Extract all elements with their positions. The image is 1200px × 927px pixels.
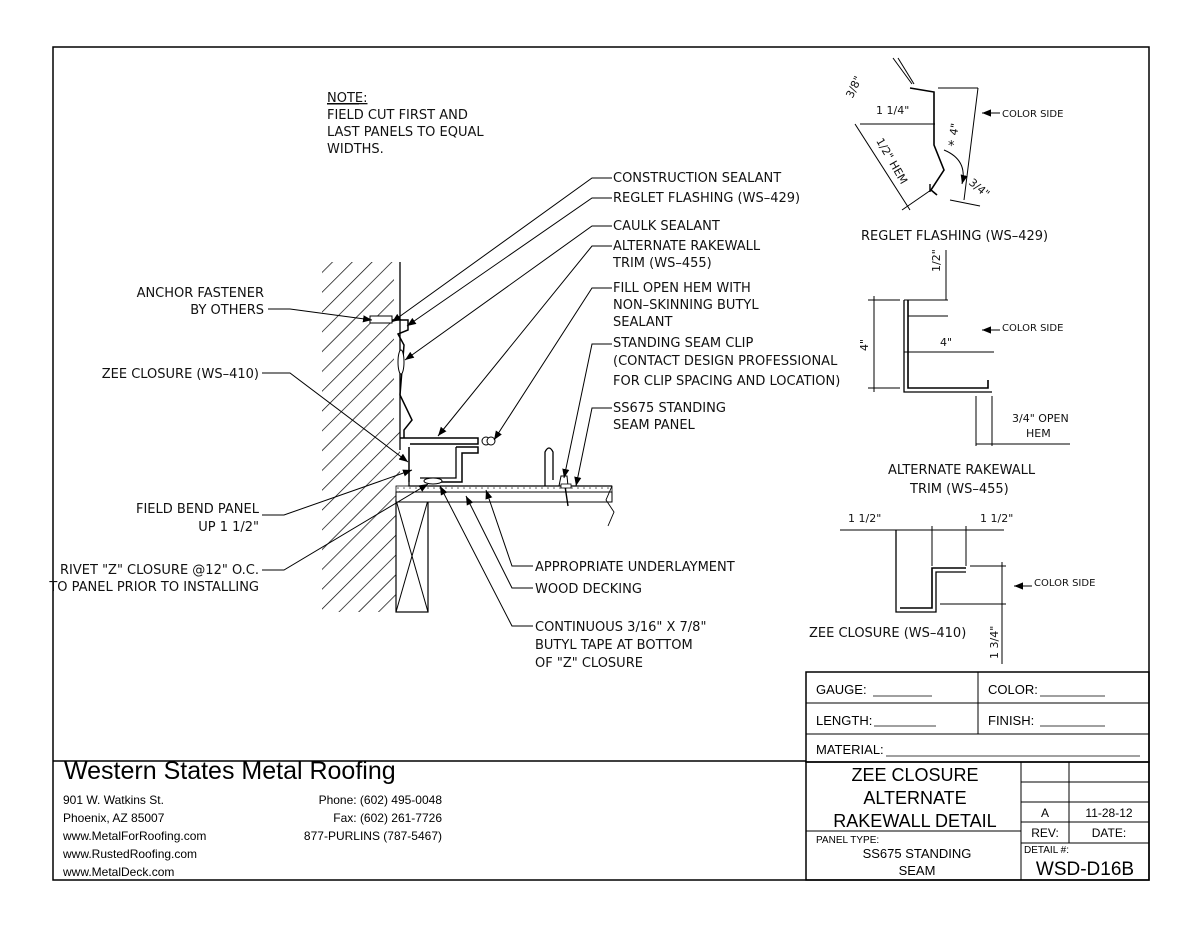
gauge-label: GAUGE: bbox=[816, 682, 867, 697]
reglet-profile: 3/8" 1 1/4" 1/2" HEM 4" 3/4" * COLOR SID… bbox=[843, 57, 1063, 244]
callout-butyl: BUTYL TAPE AT BOTTOM bbox=[535, 638, 693, 653]
panel-type-value: SS675 STANDING bbox=[863, 846, 972, 861]
material-label: MATERIAL: bbox=[816, 742, 884, 757]
callouts: CONSTRUCTION SEALANT REGLET FLASHING (WS… bbox=[48, 171, 840, 671]
callout-decking: WOOD DECKING bbox=[535, 582, 642, 597]
callout-rivet: TO PANEL PRIOR TO INSTALLING bbox=[48, 580, 259, 595]
callout-clip: STANDING SEAM CLIP bbox=[613, 336, 753, 351]
title-line: RAKEWALL DETAIL bbox=[833, 811, 996, 831]
panel-type-label: PANEL TYPE: bbox=[816, 835, 879, 846]
tollfree-number: 877-PURLINS (787-5467) bbox=[303, 829, 442, 843]
reglet-title: REGLET FLASHING (WS–429) bbox=[861, 229, 1048, 244]
fax-number: Fax: (602) 261-7726 bbox=[333, 811, 442, 825]
dim-1-1-4: 1 1/4" bbox=[876, 104, 909, 117]
dim-3-4: 3/4" bbox=[966, 176, 992, 201]
rakewall-profile: 1/2" 4" 4" 3/4" OPEN HEM COLOR SIDE ALTE… bbox=[858, 249, 1070, 497]
company-name: Western States Metal Roofing bbox=[64, 757, 396, 785]
rakewall-title: TRIM (WS–455) bbox=[909, 482, 1009, 497]
callout-rivet: RIVET "Z" CLOSURE @12" O.C. bbox=[60, 563, 259, 578]
date-label: DATE: bbox=[1092, 826, 1126, 840]
website-link[interactable]: www.MetalForRoofing.com bbox=[63, 829, 207, 843]
callout-construction-sealant: CONSTRUCTION SEALANT bbox=[613, 171, 781, 186]
phone-number: Phone: (602) 495-0048 bbox=[318, 793, 442, 807]
title-block bbox=[805, 761, 1150, 881]
spec-labels: GAUGE: COLOR: LENGTH: FINISH: MATERIAL: bbox=[816, 682, 1038, 757]
callout-underlayment: APPROPRIATE UNDERLAYMENT bbox=[535, 560, 735, 575]
underlayment bbox=[395, 485, 613, 493]
color-side-label: COLOR SIDE bbox=[1002, 323, 1063, 334]
detail-number: WSD-D16B bbox=[1036, 859, 1134, 880]
dim-1-3-4: 1 3/4" bbox=[988, 626, 1001, 659]
leader-lines bbox=[262, 177, 612, 627]
zee-title: ZEE CLOSURE (WS–410) bbox=[809, 626, 966, 641]
title-line: ZEE CLOSURE bbox=[851, 765, 978, 785]
website-link[interactable]: www.MetalDeck.com bbox=[63, 865, 175, 879]
length-label: LENGTH: bbox=[816, 713, 872, 728]
website-link[interactable]: www.RustedRoofing.com bbox=[63, 847, 198, 861]
dim-4-vert: 4" bbox=[858, 339, 871, 351]
section-detail bbox=[322, 262, 615, 613]
callout-rakewall-trim: ALTERNATE RAKEWALL bbox=[613, 239, 761, 254]
note: NOTE: FIELD CUT FIRST AND LAST PANELS TO… bbox=[327, 91, 484, 157]
dim-1-1-2: 1 1/2" bbox=[848, 512, 881, 525]
sheet-border bbox=[52, 46, 1150, 881]
color-side-label: COLOR SIDE bbox=[1002, 109, 1063, 120]
note-line: WIDTHS. bbox=[327, 142, 384, 157]
color-label: COLOR: bbox=[988, 682, 1038, 697]
finish-label: FINISH: bbox=[988, 713, 1034, 728]
dim-1-1-2: 1 1/2" bbox=[980, 512, 1013, 525]
callout-zee-closure: ZEE CLOSURE (WS–410) bbox=[102, 367, 259, 382]
callout-caulk-sealant: CAULK SEALANT bbox=[613, 219, 720, 234]
address-line: 901 W. Watkins St. bbox=[63, 793, 164, 807]
dim-open-hem: 3/4" OPEN bbox=[1012, 412, 1069, 425]
date-value: 11-28-12 bbox=[1085, 806, 1132, 820]
dim-4: 4" bbox=[947, 122, 962, 136]
callout-anchor: ANCHOR FASTENER bbox=[137, 286, 264, 301]
address-line: Phoenix, AZ 85007 bbox=[63, 811, 165, 825]
title-line: ALTERNATE bbox=[863, 788, 966, 808]
callout-fill-hem: FILL OPEN HEM WITH bbox=[613, 281, 751, 296]
zee-profile: 1 1/2" 1 1/2" 1 3/4" COLOR SIDE ZEE CLOS… bbox=[809, 512, 1095, 664]
callout-butyl: OF "Z" CLOSURE bbox=[535, 656, 643, 671]
note-heading: NOTE: bbox=[327, 91, 368, 106]
callout-fill-hem: NON–SKINNING BUTYL bbox=[613, 298, 759, 313]
callout-reglet-flashing: REGLET FLASHING (WS–429) bbox=[613, 191, 800, 206]
dim-1-2: 1/2" bbox=[930, 249, 943, 272]
dim-open-hem: HEM bbox=[1026, 427, 1051, 440]
callout-field-bend: FIELD BEND PANEL bbox=[136, 502, 260, 517]
callout-anchor: BY OTHERS bbox=[190, 303, 264, 318]
color-side-label: COLOR SIDE bbox=[1034, 578, 1095, 589]
callout-butyl: CONTINUOUS 3/16" X 7/8" bbox=[535, 620, 706, 635]
callout-field-bend: UP 1 1/2" bbox=[198, 520, 259, 535]
detail-label: DETAIL #: bbox=[1024, 845, 1069, 856]
callout-rakewall-trim: TRIM (WS–455) bbox=[612, 256, 712, 271]
ss675-panel bbox=[408, 482, 612, 487]
caulk-sealant bbox=[397, 349, 405, 375]
panel-type-value: SEAM bbox=[899, 863, 936, 878]
rakewall-trim bbox=[400, 437, 479, 445]
company-phones: Phone: (602) 495-0048 Fax: (602) 261-772… bbox=[292, 791, 442, 845]
dim-star: * bbox=[948, 139, 955, 154]
company-address: 901 W. Watkins St. Phoenix, AZ 85007 www… bbox=[63, 791, 206, 881]
note-line: FIELD CUT FIRST AND bbox=[327, 108, 468, 123]
callout-panel: SS675 STANDING bbox=[613, 401, 726, 416]
zee-closure bbox=[408, 446, 479, 483]
dim-3-8: 3/8" bbox=[843, 74, 864, 100]
dim-4-horiz: 4" bbox=[940, 336, 952, 349]
anchor-fastener bbox=[369, 315, 393, 324]
rev-label: REV: bbox=[1031, 826, 1059, 840]
rev-value: A bbox=[1041, 806, 1049, 820]
callout-clip: (CONTACT DESIGN PROFESSIONAL bbox=[613, 354, 838, 369]
title-block-text: ZEE CLOSURE ALTERNATE RAKEWALL DETAIL PA… bbox=[816, 765, 1134, 880]
wood-decking bbox=[395, 491, 613, 503]
callout-panel: SEAM PANEL bbox=[613, 418, 696, 433]
standing-seam bbox=[544, 447, 554, 486]
callout-clip: FOR CLIP SPACING AND LOCATION) bbox=[613, 374, 840, 389]
callout-fill-hem: SEALANT bbox=[613, 315, 673, 330]
spec-box bbox=[805, 671, 1150, 763]
rakewall-title: ALTERNATE RAKEWALL bbox=[888, 463, 1036, 478]
note-line: LAST PANELS TO EQUAL bbox=[327, 125, 484, 140]
